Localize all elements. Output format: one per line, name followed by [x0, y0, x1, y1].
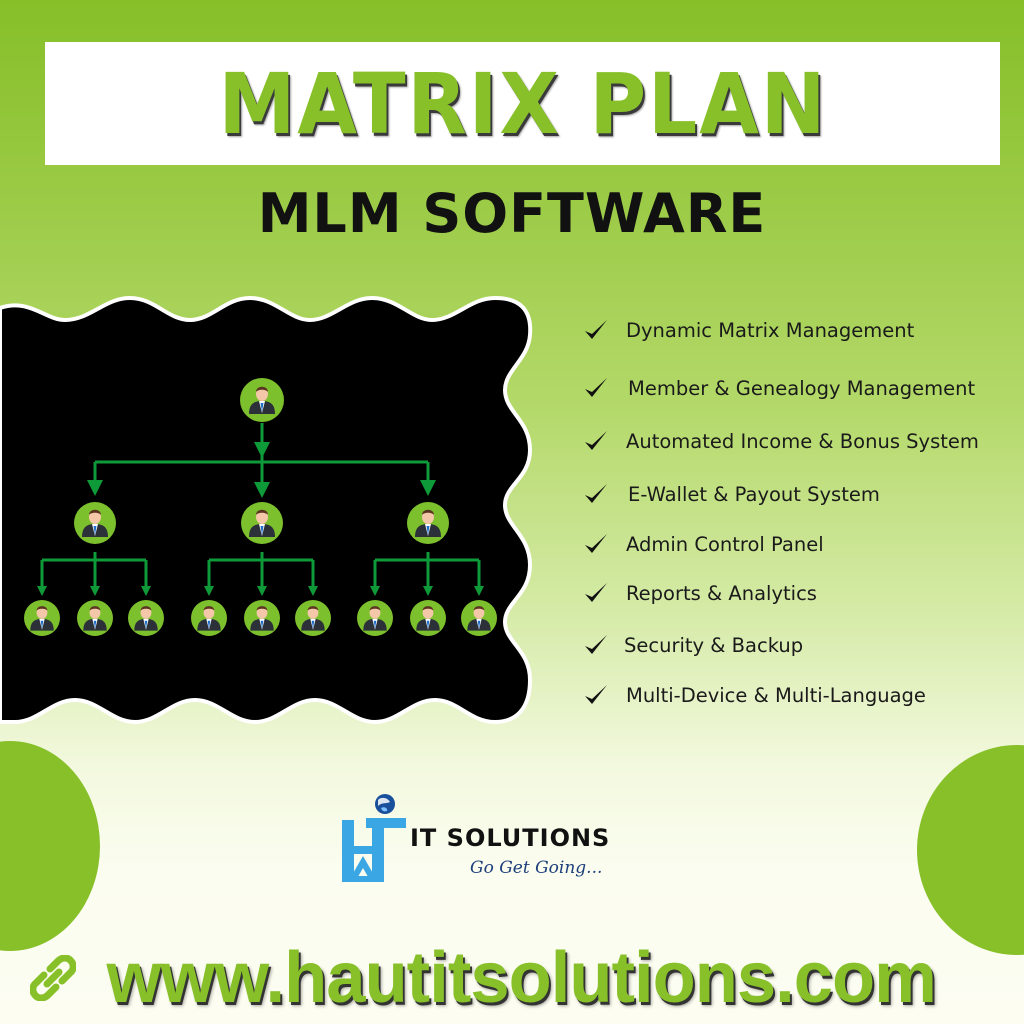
wavy-black-panel: [0, 295, 533, 725]
company-logo: IT SOLUTIONS Go Get Going...: [340, 790, 640, 890]
checkmark-icon: [585, 583, 607, 602]
checkmark-icon: [585, 685, 607, 704]
checkmark-icon: [585, 635, 607, 654]
feature-label: Reports & Analytics: [626, 581, 817, 605]
logo-tagline: Go Get Going...: [470, 858, 603, 878]
feature-label: Security & Backup: [624, 633, 804, 657]
matrix-tree-diagram: [0, 290, 560, 740]
decorative-circle-right: [917, 745, 1024, 955]
page-title: MATRIX PLAN: [218, 54, 827, 153]
checkmark-icon: [585, 484, 607, 503]
link-icon: [30, 955, 76, 1001]
feature-item: Reports & Analytics: [582, 579, 817, 607]
title-banner: MATRIX PLAN: [45, 42, 1000, 165]
feature-label: E-Wallet & Payout System: [628, 482, 880, 506]
page-subtitle: MLM SOFTWARE: [257, 182, 767, 245]
feature-item: Security & Backup: [582, 631, 803, 659]
feature-label: Automated Income & Bonus System: [626, 429, 979, 453]
hat-logo-icon: [342, 794, 406, 882]
feature-item: Multi-Device & Multi-Language: [582, 681, 926, 709]
feature-item: E-Wallet & Payout System: [582, 480, 880, 508]
logo-name: IT SOLUTIONS: [410, 824, 611, 852]
footer: www.hautitsolutions.com: [30, 937, 944, 1019]
feature-item: Member & Genealogy Management: [582, 374, 975, 402]
feature-label: Member & Genealogy Management: [628, 376, 976, 400]
checkmark-icon: [585, 378, 607, 397]
feature-item: Automated Income & Bonus System: [582, 427, 979, 455]
checkmark-icon: [585, 431, 607, 450]
website-link[interactable]: www.hautitsolutions.com: [106, 938, 936, 1018]
feature-label: Admin Control Panel: [626, 532, 824, 556]
decorative-circle-left: [0, 741, 100, 951]
checkmark-icon: [585, 320, 607, 339]
feature-item: Dynamic Matrix Management: [582, 316, 914, 344]
feature-label: Multi-Device & Multi-Language: [626, 683, 926, 707]
feature-label: Dynamic Matrix Management: [626, 318, 915, 342]
feature-item: Admin Control Panel: [582, 530, 824, 558]
checkmark-icon: [585, 534, 607, 553]
